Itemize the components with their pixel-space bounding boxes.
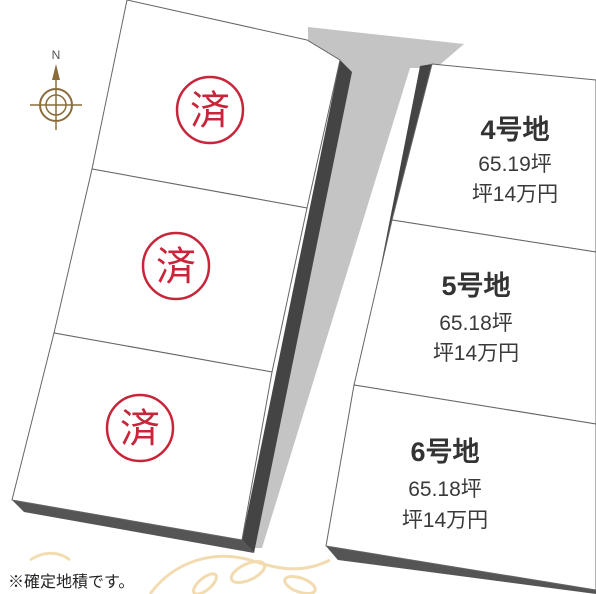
sold-stamp-1: 済	[175, 75, 245, 145]
floral-decoration	[29, 551, 331, 594]
lot-5-price: 坪14万円	[433, 342, 519, 365]
sold-lot-3[interactable]	[11, 332, 273, 541]
sold-stamp-2: 済	[141, 231, 211, 301]
lot-6-price: 坪14万円	[402, 509, 488, 532]
right-lots-shadow-bottom	[326, 546, 596, 594]
lot-5-name: 5号地	[441, 271, 510, 301]
footnote: ※確定地積です。	[8, 572, 135, 591]
lot-4-name: 4号地	[480, 115, 549, 145]
lot-5-area: 65.18坪	[439, 312, 513, 335]
sold-stamp-3: 済	[105, 393, 175, 463]
lot-4-price: 坪14万円	[472, 183, 558, 206]
sold-stamp-1-label: 済	[190, 88, 230, 134]
compass-rose-icon: N	[30, 48, 82, 130]
lot-4-area: 65.19坪	[478, 153, 552, 176]
lot-6-area: 65.18坪	[408, 478, 482, 501]
road	[245, 27, 464, 548]
lot-4[interactable]	[391, 63, 596, 253]
compass-north-label: N	[52, 48, 61, 62]
sold-stamp-3-label: 済	[120, 406, 160, 452]
lot-6-name: 6号地	[410, 437, 479, 467]
left-lots-shadow	[242, 60, 352, 553]
lot-5[interactable]	[353, 219, 596, 425]
sold-lot-1[interactable]	[91, 0, 341, 209]
sold-stamp-2-label: 済	[156, 244, 196, 290]
left-lots-shadow-bottom	[12, 500, 254, 553]
lot-6[interactable]	[325, 384, 596, 591]
